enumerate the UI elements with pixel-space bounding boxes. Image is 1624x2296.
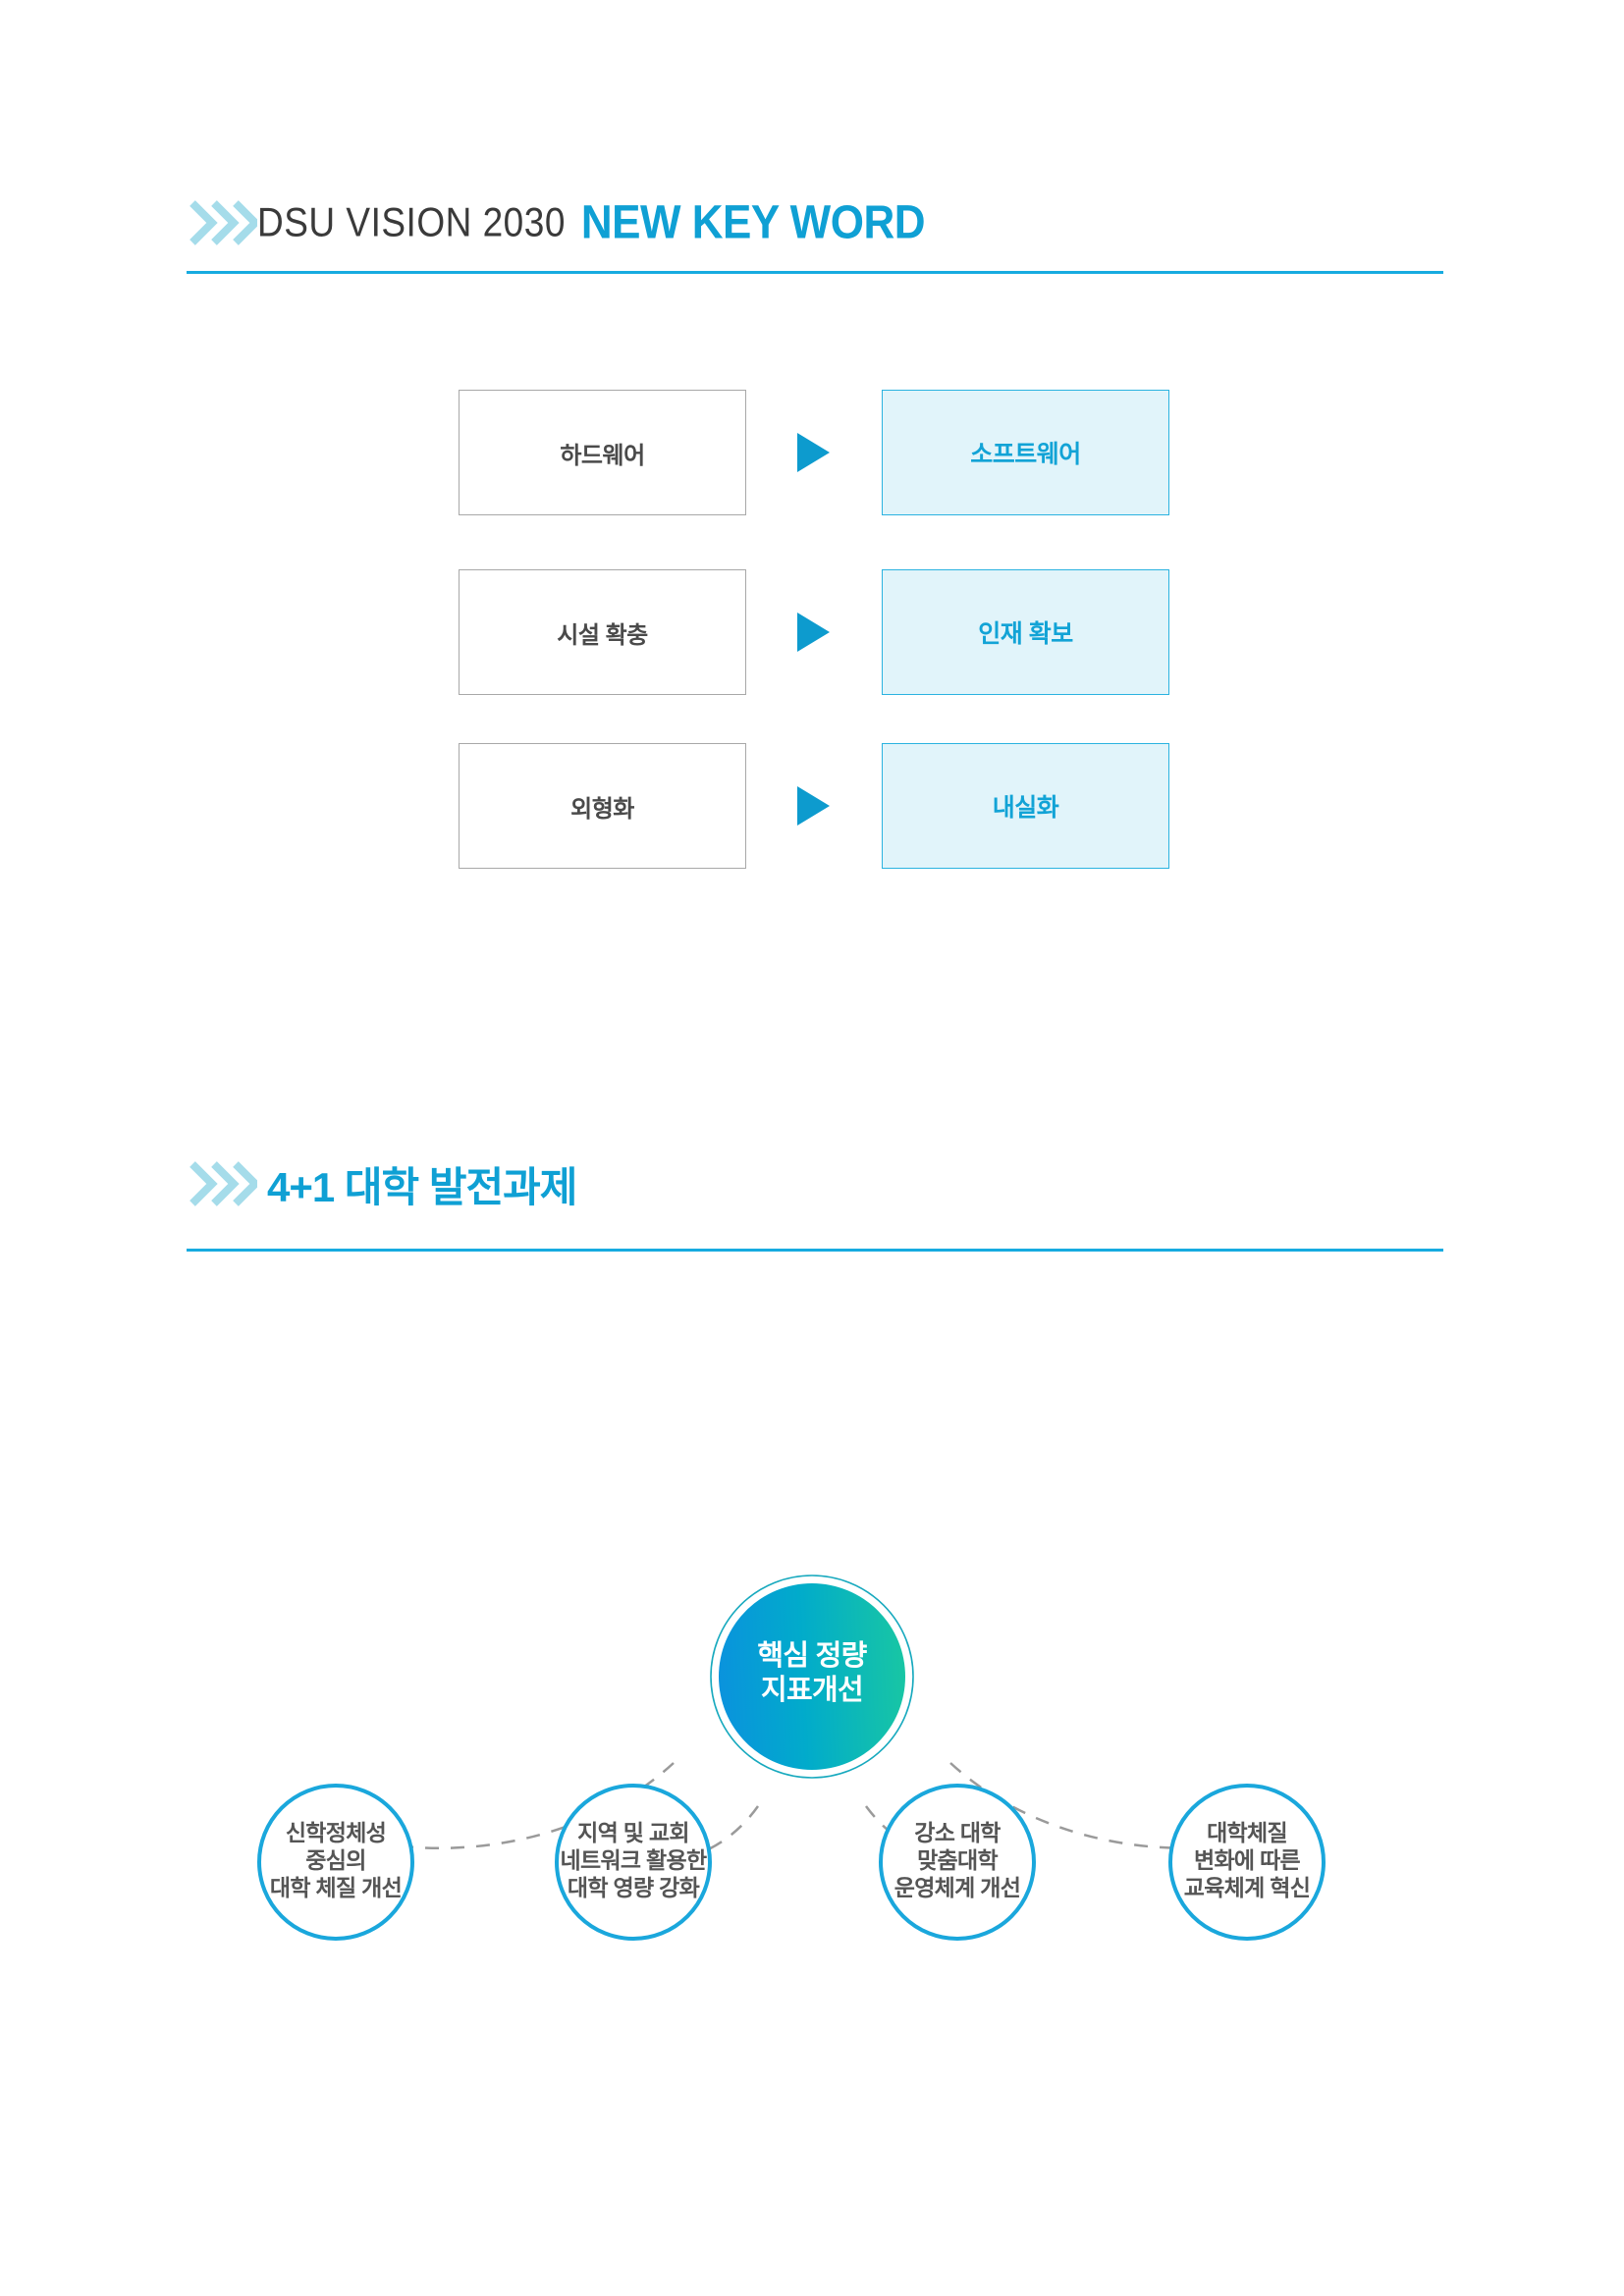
leaf-circle xyxy=(257,1784,414,1941)
section-title-kr: 4+1 대학 발전과제 xyxy=(267,1163,577,1210)
section-header-development-tasks: 4+1 대학 발전과제 xyxy=(187,1153,577,1214)
triple-chevron-icon xyxy=(187,197,257,248)
keyword-from-box[interactable]: 시설 확충 xyxy=(459,569,746,695)
development-tasks-diagram: 핵심 정량 지표개선 신학정체성 중심의 대학 체질 개선 지역 및 교회 네트… xyxy=(0,1306,1624,1993)
keyword-from-box[interactable]: 외형화 xyxy=(459,743,746,869)
core-circle xyxy=(719,1583,905,1770)
play-triangle-icon xyxy=(797,786,830,826)
section-rule-development-tasks xyxy=(187,1249,1443,1252)
triple-chevron-icon xyxy=(187,1158,257,1209)
keyword-to-box[interactable]: 내실화 xyxy=(882,743,1169,869)
section-title-bold: NEW KEY WORD xyxy=(580,195,926,249)
keyword-from-label: 하드웨어 xyxy=(560,442,645,469)
keyword-to-label: 소프트웨어 xyxy=(970,441,1081,468)
leaf-circle xyxy=(1168,1784,1326,1941)
connector-path xyxy=(396,1762,675,1849)
keyword-from-box[interactable]: 하드웨어 xyxy=(459,390,746,515)
section-rule-new-key-word xyxy=(187,271,1443,274)
keyword-to-box[interactable]: 소프트웨어 xyxy=(882,390,1169,515)
play-triangle-icon xyxy=(797,613,830,652)
keyword-to-box[interactable]: 인재 확보 xyxy=(882,569,1169,695)
keyword-from-label: 외형화 xyxy=(570,795,634,823)
section-title-thin: DSU VISION 2030 xyxy=(257,199,566,245)
keyword-to-label: 내실화 xyxy=(992,794,1059,822)
leaf-circle xyxy=(555,1784,712,1941)
section-header-new-key-word: DSU VISION 2030 NEW KEY WORD xyxy=(187,192,926,253)
play-triangle-icon xyxy=(797,433,830,472)
connector-path xyxy=(671,1805,760,1863)
leaf-circle xyxy=(879,1784,1036,1941)
core-outer-ring xyxy=(710,1575,914,1779)
keyword-from-label: 시설 확충 xyxy=(557,621,648,649)
keyword-to-label: 인재 확보 xyxy=(978,620,1073,648)
